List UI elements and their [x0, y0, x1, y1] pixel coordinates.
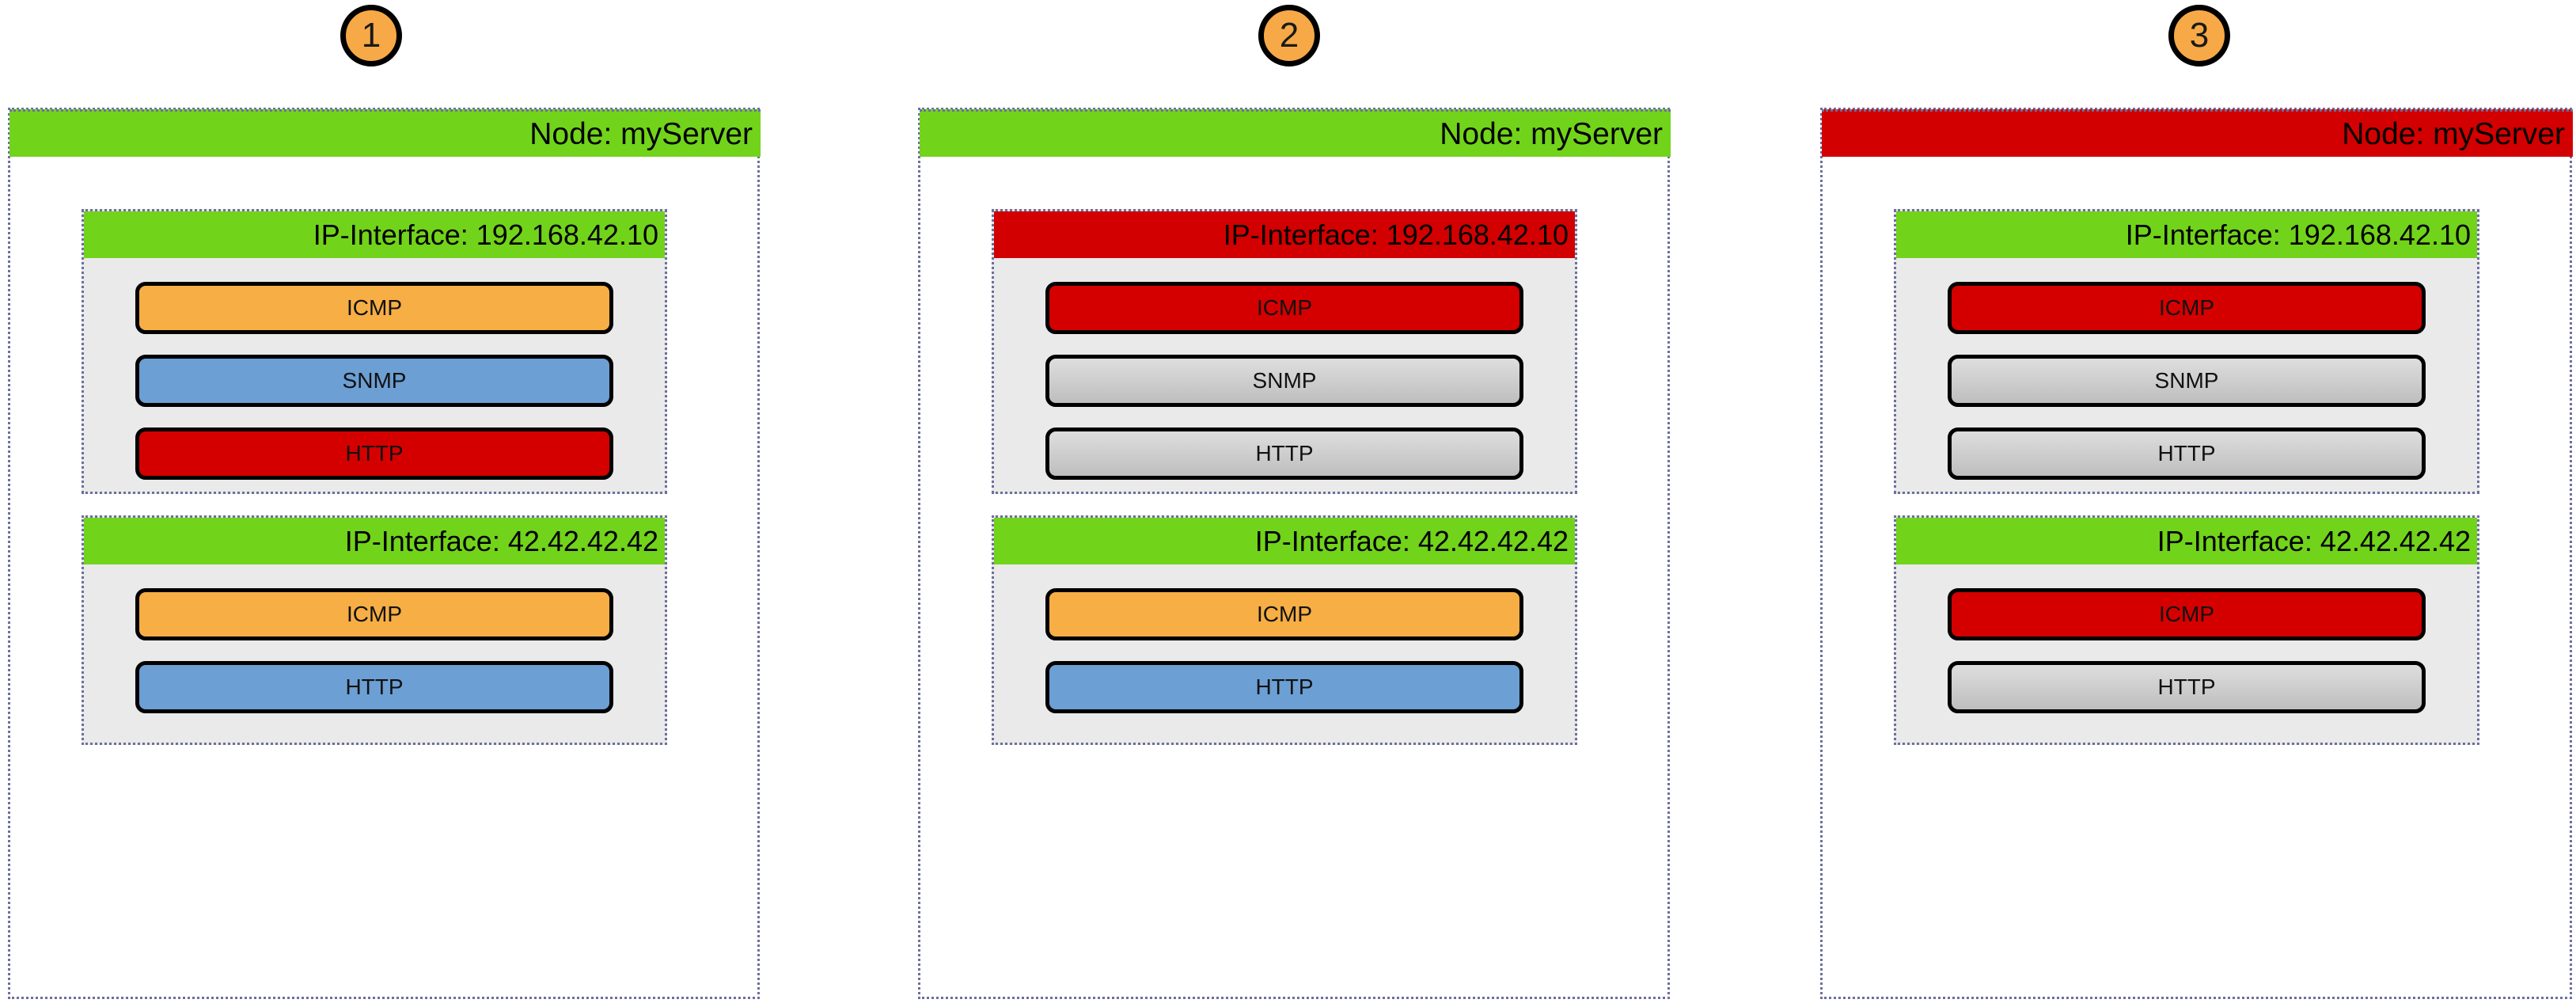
service-list: ICMP HTTP	[1896, 564, 2477, 747]
ip-interface-label: IP-Interface: 192.168.42.10	[1223, 218, 1569, 251]
service-label: HTTP	[345, 674, 404, 699]
service-pill-http[interactable]: HTTP	[135, 428, 613, 480]
ip-interface-label: IP-Interface: 42.42.42.42	[1254, 524, 1569, 557]
node-header-1[interactable]: Node: myServer	[9, 109, 761, 157]
service-pill-http[interactable]: HTTP	[1948, 661, 2426, 713]
service-list: ICMP HTTP	[994, 564, 1575, 747]
service-label: ICMP	[347, 602, 402, 626]
service-label: HTTP	[345, 441, 404, 466]
service-pill-icmp[interactable]: ICMP	[1948, 588, 2426, 640]
service-pill-snmp[interactable]: SNMP	[1045, 355, 1523, 407]
service-pill-icmp[interactable]: ICMP	[135, 588, 613, 640]
service-list: ICMP SNMP HTTP	[994, 258, 1575, 513]
service-label: HTTP	[1255, 674, 1314, 699]
service-pill-icmp[interactable]: ICMP	[135, 282, 613, 334]
node-header-2[interactable]: Node: myServer	[920, 109, 1671, 157]
step-badge-1: 1	[340, 5, 402, 66]
step-badge-label: 3	[2189, 16, 2210, 55]
node-container-3[interactable]: Node: myServer IP-Interface: 192.168.42.…	[1820, 108, 2573, 999]
ip-interface-label: IP-Interface: 192.168.42.10	[313, 218, 658, 251]
node-label: Node: myServer	[1440, 116, 1663, 151]
ip-interface-block-2-2[interactable]: IP-Interface: 42.42.42.42 ICMP HTTP	[992, 515, 1577, 745]
service-pill-icmp[interactable]: ICMP	[1045, 282, 1523, 334]
node-label: Node: myServer	[2342, 116, 2565, 151]
step-badge-2: 2	[1258, 5, 1320, 66]
service-list: ICMP SNMP HTTP	[1896, 258, 2477, 513]
ip-interface-block-3-2[interactable]: IP-Interface: 42.42.42.42 ICMP HTTP	[1894, 515, 2479, 745]
service-list: ICMP HTTP	[84, 564, 665, 747]
ip-interface-block-3-1[interactable]: IP-Interface: 192.168.42.10 ICMP SNMP HT…	[1894, 209, 2479, 494]
step-badge-3: 3	[2168, 5, 2230, 66]
service-pill-snmp[interactable]: SNMP	[1948, 355, 2426, 407]
service-pill-snmp[interactable]: SNMP	[135, 355, 613, 407]
ip-interface-label: IP-Interface: 42.42.42.42	[2157, 524, 2471, 557]
service-pill-icmp[interactable]: ICMP	[1045, 588, 1523, 640]
service-pill-http[interactable]: HTTP	[1045, 428, 1523, 480]
service-label: ICMP	[2159, 602, 2214, 626]
service-pill-http[interactable]: HTTP	[135, 661, 613, 713]
service-label: ICMP	[347, 295, 402, 320]
ip-interface-block-2-1[interactable]: IP-Interface: 192.168.42.10 ICMP SNMP HT…	[992, 209, 1577, 494]
service-pill-icmp[interactable]: ICMP	[1948, 282, 2426, 334]
service-label: ICMP	[1257, 295, 1312, 320]
service-pill-http[interactable]: HTTP	[1948, 428, 2426, 480]
service-label: SNMP	[1252, 368, 1317, 393]
ip-interface-header[interactable]: IP-Interface: 192.168.42.10	[994, 211, 1575, 258]
ip-interface-header[interactable]: IP-Interface: 192.168.42.10	[84, 211, 665, 258]
ip-interface-header[interactable]: IP-Interface: 192.168.42.10	[1896, 211, 2477, 258]
service-label: HTTP	[1255, 441, 1314, 466]
service-label: SNMP	[2154, 368, 2219, 393]
ip-interface-label: IP-Interface: 192.168.42.10	[2125, 218, 2471, 251]
service-list: ICMP SNMP HTTP	[84, 258, 665, 513]
ip-interface-header[interactable]: IP-Interface: 42.42.42.42	[1896, 518, 2477, 564]
ip-interface-label: IP-Interface: 42.42.42.42	[344, 524, 658, 557]
node-container-2[interactable]: Node: myServer IP-Interface: 192.168.42.…	[918, 108, 1671, 999]
ip-interface-block-1-1[interactable]: IP-Interface: 192.168.42.10 ICMP SNMP HT…	[82, 209, 667, 494]
node-container-1[interactable]: Node: myServer IP-Interface: 192.168.42.…	[8, 108, 761, 999]
node-header-3[interactable]: Node: myServer	[1822, 109, 2573, 157]
ip-interface-header[interactable]: IP-Interface: 42.42.42.42	[84, 518, 665, 564]
service-label: ICMP	[1257, 602, 1312, 626]
step-badge-label: 1	[361, 16, 381, 55]
service-label: HTTP	[2157, 674, 2216, 699]
ip-interface-block-1-2[interactable]: IP-Interface: 42.42.42.42 ICMP HTTP	[82, 515, 667, 745]
service-label: SNMP	[342, 368, 407, 393]
service-label: HTTP	[2157, 441, 2216, 466]
node-label: Node: myServer	[529, 116, 753, 151]
service-label: ICMP	[2159, 295, 2214, 320]
ip-interface-header[interactable]: IP-Interface: 42.42.42.42	[994, 518, 1575, 564]
step-badge-label: 2	[1279, 16, 1299, 55]
service-pill-http[interactable]: HTTP	[1045, 661, 1523, 713]
